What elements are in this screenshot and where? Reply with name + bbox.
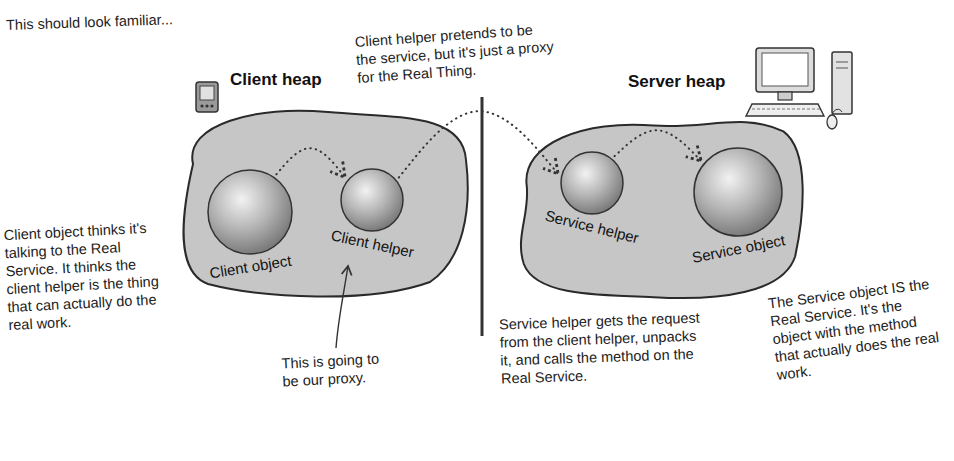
pda-icon	[196, 82, 218, 112]
computer-icon	[746, 48, 852, 129]
heap-title: Client heap	[230, 70, 322, 90]
object-circle: Service helper	[541, 150, 643, 242]
annotation-note: Service helper gets the request from the…	[499, 308, 706, 387]
heap-title: Server heap	[628, 72, 725, 92]
object-circle: Client helper	[327, 167, 418, 259]
object-circle: Client object	[206, 168, 295, 282]
annotation-note: This is going to be our proxy.	[281, 349, 383, 390]
divider-line	[481, 97, 484, 336]
annotation-note: This should look familiar...	[6, 8, 236, 34]
annotation-note: Client object thinks it's talking to the…	[3, 218, 168, 334]
object-ball	[339, 167, 405, 233]
annotation-note: The Service object IS the Real Service. …	[767, 274, 945, 384]
object-ball	[692, 146, 784, 238]
object-ball	[559, 150, 625, 216]
heap-region: Client objectClient helperClient heap	[172, 100, 472, 300]
heap-region: Service helperService objectServer heap	[512, 108, 807, 303]
object-ball	[206, 168, 294, 256]
annotation-note: Client helper pretends to be the service…	[354, 19, 557, 87]
object-circle: Service object	[688, 146, 789, 264]
object-name: Client object	[205, 251, 296, 282]
